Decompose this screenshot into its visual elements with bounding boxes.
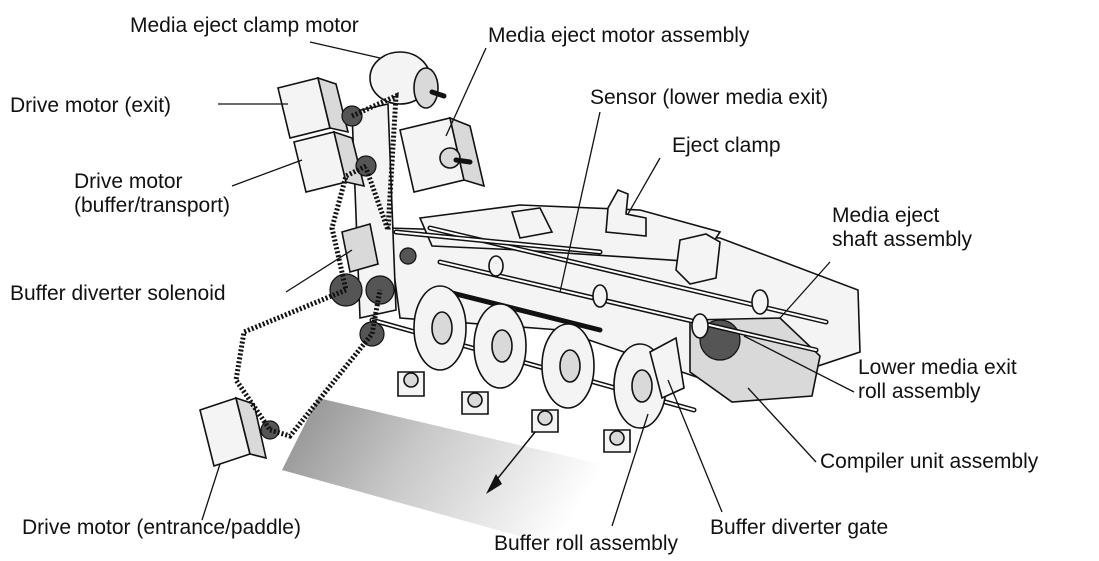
- eject-clamp-part: [605, 188, 647, 237]
- leader-buffer-roll-assembly: [611, 413, 649, 527]
- leader-sensor-lower-media-exit: [559, 111, 601, 293]
- buffer-roll: [473, 303, 527, 389]
- leader-buffer-diverter-solenoid: [285, 249, 353, 293]
- label-eject-clamp: Eject clamp: [672, 134, 781, 157]
- leader-media-eject-shaft: [779, 261, 831, 319]
- media-feed-arrowhead: [486, 474, 502, 494]
- leader-media-eject-clamp-motor: [309, 41, 381, 59]
- upper-rail-in: [395, 231, 601, 253]
- label-drive-motor-buffer-line1: Drive motor: [74, 170, 183, 193]
- drive-motor-entrance: [199, 396, 280, 468]
- drive-motor-exit: [277, 76, 363, 139]
- buffer-roll: [541, 323, 595, 409]
- label-lower-media-exit-line1: Lower media exit: [858, 356, 1017, 379]
- label-media-eject-motor-assembly: Media eject motor assembly: [488, 24, 750, 47]
- eject-clamp-part-left: [510, 207, 554, 239]
- shaft-roller: [592, 284, 608, 308]
- buffer-diverter-gate-part: [649, 336, 685, 400]
- leader-buffer-diverter-gate: [667, 379, 723, 513]
- shaft-roller: [751, 289, 769, 315]
- label-sensor-lower-media-exit: Sensor (lower media exit): [590, 86, 829, 109]
- buffer-diverter-solenoid-part: [341, 222, 379, 274]
- pulley: [359, 321, 385, 347]
- label-buffer-diverter-gate: Buffer diverter gate: [710, 516, 889, 539]
- bearing-bracket: [531, 409, 559, 433]
- timing-belt: [350, 92, 399, 231]
- label-drive-motor-buffer-line2: (buffer/transport): [74, 194, 231, 217]
- bearing-bracket: [397, 371, 425, 397]
- label-drive-motor-exit: Drive motor (exit): [10, 94, 172, 117]
- pulley: [399, 247, 417, 265]
- shaft-roller: [691, 313, 709, 339]
- leader-eject-clamp: [627, 157, 661, 215]
- shaft-roller: [488, 255, 504, 277]
- label-buffer-roll-assembly: Buffer roll assembly: [494, 532, 679, 555]
- bearing-bracket: [461, 391, 489, 415]
- label-media-eject-shaft-line2: shaft assembly: [832, 228, 973, 251]
- label-buffer-diverter-solenoid: Buffer diverter solenoid: [10, 282, 226, 305]
- label-media-eject-shaft-line1: Media eject: [832, 204, 940, 227]
- leader-drive-motor-entrance: [201, 463, 221, 521]
- bearing-bracket: [603, 429, 631, 453]
- media-eject-motor: [399, 116, 486, 193]
- leader-drive-motor-buffer: [231, 159, 303, 187]
- buffer-roll-shaft-2: [437, 287, 603, 333]
- label-drive-motor-entrance-paddle: Drive motor (entrance/paddle): [22, 516, 301, 539]
- label-media-eject-shaft-assembly: Media eject shaft assembly: [832, 204, 972, 252]
- eject-clamp-part-right: [675, 233, 721, 285]
- leader-lower-media-exit-roll: [743, 335, 855, 393]
- timing-belt: [233, 287, 347, 432]
- media-eject-clamp-motor: [369, 51, 447, 109]
- label-drive-motor-buffer-transport: Drive motor (buffer/transport): [74, 170, 230, 218]
- timing-belt: [329, 163, 368, 291]
- media-sheet: [282, 398, 618, 558]
- lower-exit-shaft-in: [439, 261, 817, 351]
- label-compiler-unit-assembly: Compiler unit assembly: [820, 450, 1039, 473]
- buffer-roll: [413, 285, 467, 371]
- leader-compiler-unit-assembly: [747, 387, 817, 463]
- label-lower-media-exit-roll-assembly: Lower media exit roll assembly: [858, 356, 1017, 404]
- leader-media-eject-motor-assembly: [445, 47, 487, 137]
- label-lower-media-exit-line2: roll assembly: [858, 380, 981, 403]
- label-media-eject-clamp-motor: Media eject clamp motor: [130, 14, 359, 37]
